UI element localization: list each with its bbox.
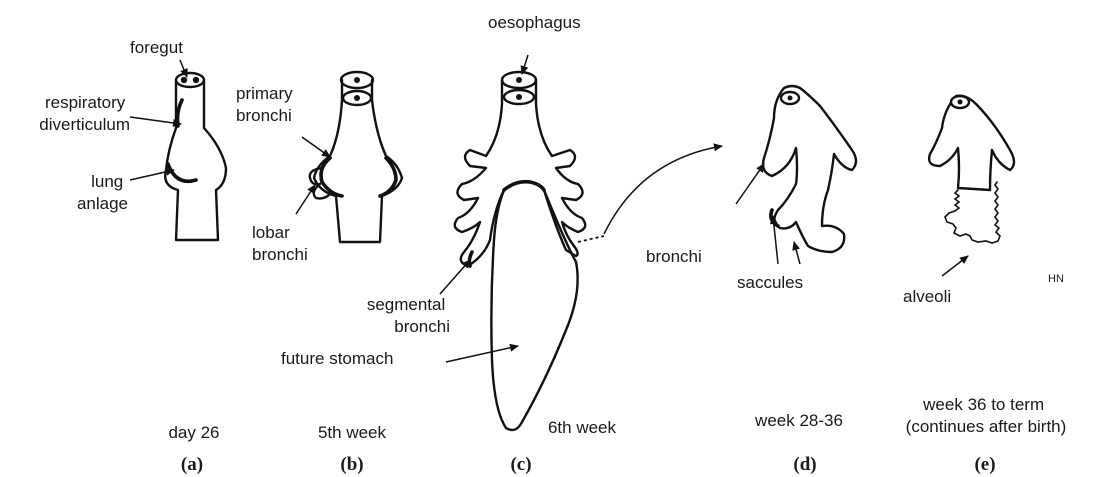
stage-e-drawing: [929, 96, 1014, 243]
panel-label-b: (b): [340, 454, 363, 475]
progression-arrow: [604, 146, 722, 234]
stage-d-drawing: [763, 86, 856, 252]
caption-stage-d: week 28-36: [754, 411, 843, 430]
stage-c-dashed-link: [578, 236, 604, 242]
label-primary-bronchi: primary bronchi: [236, 84, 297, 125]
panel-label-a: (a): [181, 454, 203, 475]
panel-label-e: (e): [974, 454, 995, 475]
stage-c-drawing: [455, 72, 585, 430]
label-alveoli: alveoli: [903, 287, 951, 306]
label-saccules: saccules: [737, 273, 803, 292]
label-lung-anlage: lung anlage: [77, 172, 128, 213]
panel-label-c: (c): [510, 454, 531, 475]
artist-signature: HN: [1048, 273, 1064, 285]
stage-a-drawing: [165, 73, 226, 240]
caption-stage-a: day 26: [168, 423, 219, 442]
label-lobar-bronchi: lobar bronchi: [252, 223, 308, 264]
label-oesophagus: oesophagus: [488, 13, 581, 32]
label-bronchi: bronchi: [646, 247, 702, 266]
panel-label-d: (d): [793, 454, 816, 475]
caption-stage-e: week 36 to term (continues after birth): [906, 395, 1067, 436]
caption-stage-c: 6th week: [548, 418, 617, 437]
label-respiratory-diverticulum: respiratory diverticulum: [39, 93, 130, 134]
caption-stage-b: 5th week: [318, 423, 387, 442]
stage-b-drawing: [310, 72, 402, 242]
label-future-stomach: future stomach: [281, 349, 393, 368]
label-segmental-bronchi: segmental bronchi: [367, 295, 450, 336]
label-foregut: foregut: [130, 38, 183, 57]
